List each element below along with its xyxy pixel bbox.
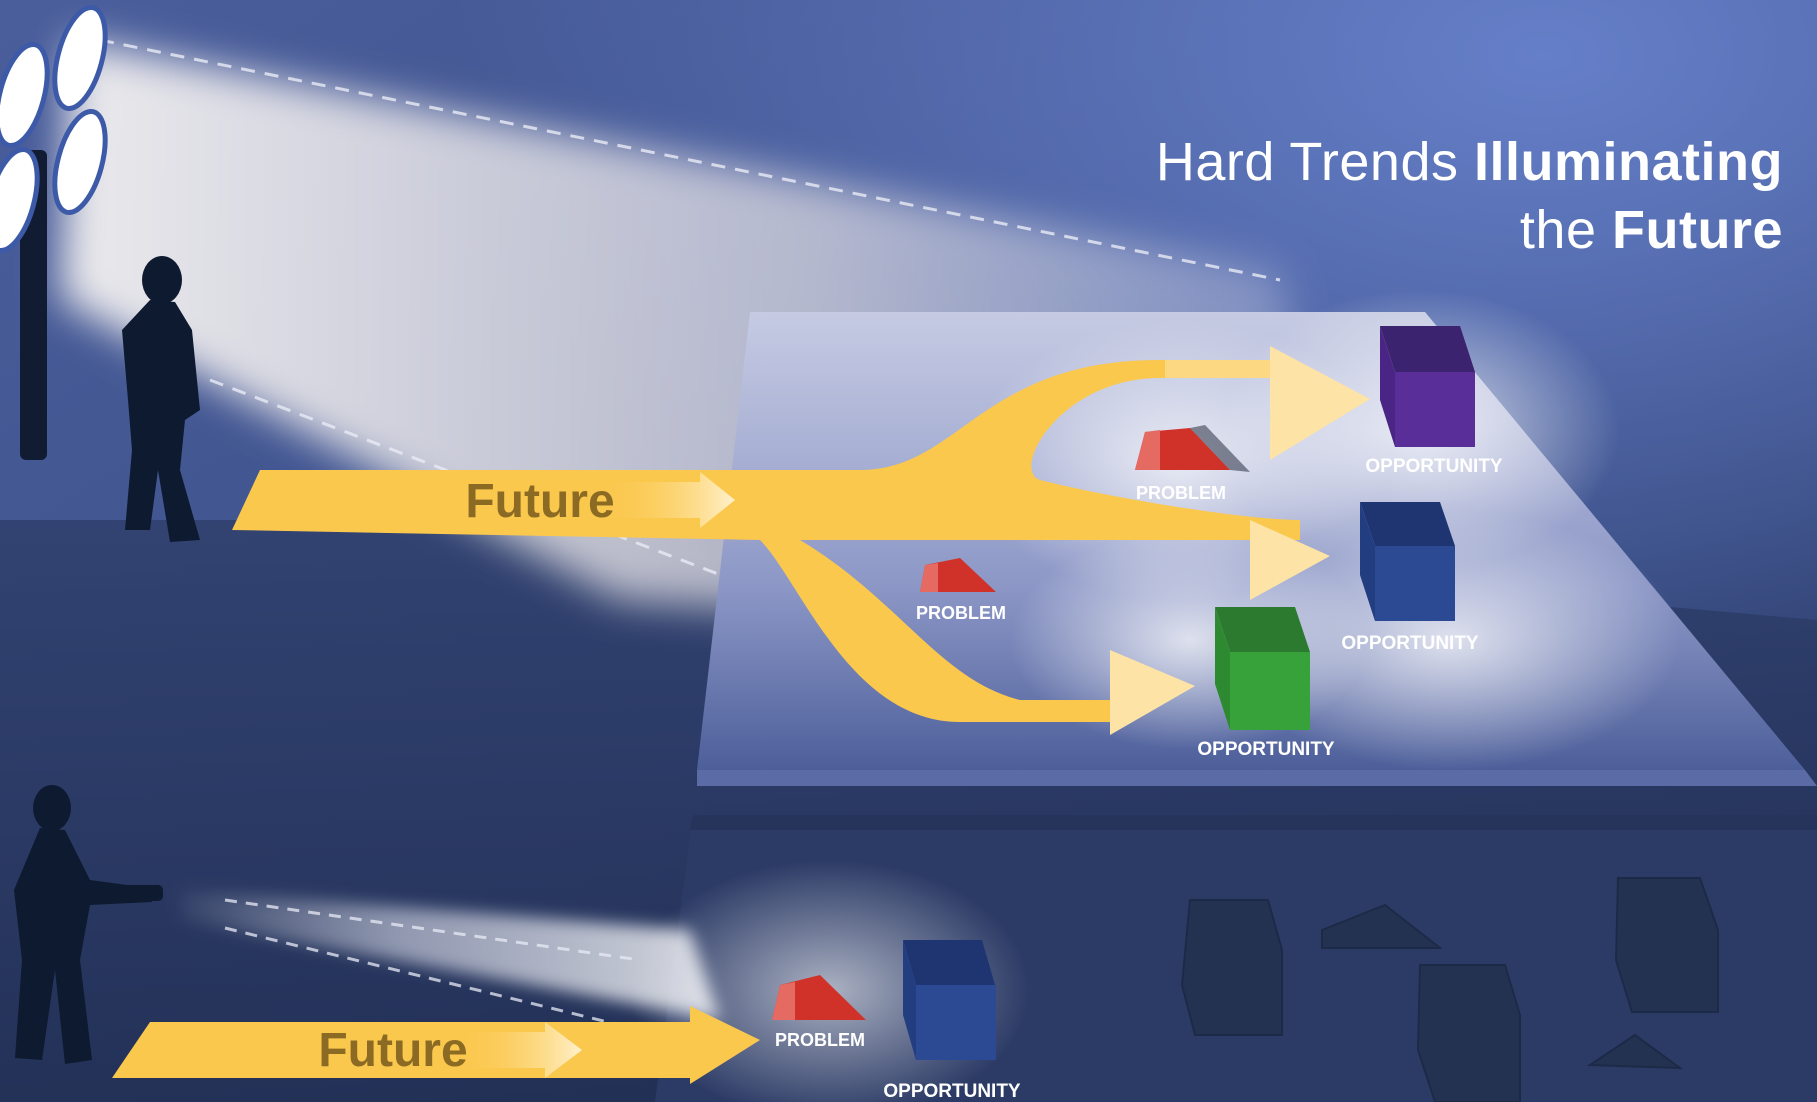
title-bold-text: Future [1612, 200, 1783, 260]
beam-edge-top [99, 38, 1281, 282]
lamp-4 [0, 146, 40, 254]
title-line-1: Hard Trends Illuminating [1156, 128, 1783, 196]
future-paths-top [232, 346, 1370, 735]
branch-arrowhead-upper [1270, 346, 1370, 460]
title-light-text: the [1519, 200, 1612, 260]
hidden-roof-2 [1586, 1033, 1684, 1070]
branch-arrowhead-middle [1250, 520, 1330, 600]
branch-arrowhead-lower [1110, 650, 1195, 735]
problem-marker [920, 558, 996, 592]
opportunity-label: OPPORTUNITY [883, 1081, 1021, 1102]
opportunity-box [1360, 502, 1455, 621]
hidden-box-1 [1180, 899, 1283, 1036]
problem-label: PROBLEM [916, 603, 1006, 623]
hidden-box-2 [1614, 877, 1719, 1013]
title-line-2: the Future [1156, 196, 1783, 264]
lower-platform-edge [690, 815, 1817, 830]
flashlight-beam [180, 890, 720, 1020]
title-bold-text: Illuminating [1474, 132, 1783, 192]
opportunity-label: OPPORTUNITY [1197, 739, 1335, 760]
opportunity-box [903, 940, 996, 1060]
opportunity-box [1380, 326, 1475, 447]
future-label-top: Future [465, 475, 614, 528]
title-light-text: Hard Trends [1155, 132, 1474, 192]
problem-marker [1135, 425, 1250, 472]
future-label-arrow-bottom [455, 1022, 582, 1078]
problem-marker [772, 975, 866, 1020]
flashlight-edge-bottom [224, 926, 641, 1032]
opportunity-box [1215, 607, 1310, 730]
upper-platform-edge [697, 770, 1817, 786]
opportunity-label: OPPORTUNITY [1341, 633, 1479, 654]
floodlight-tower [0, 4, 108, 460]
person-silhouette-floodlight [122, 256, 200, 542]
lamp-2 [0, 41, 50, 149]
problem-label: PROBLEM [775, 1030, 865, 1050]
hidden-roof-1 [1321, 903, 1443, 949]
hidden-box-3 [1416, 964, 1521, 1102]
person-silhouette-flashlight [14, 785, 163, 1064]
future-label-arrow-top [600, 472, 735, 528]
opportunity-label: OPPORTUNITY [1365, 456, 1503, 477]
lamp-1 [52, 4, 108, 112]
flashlight-edge-top [224, 898, 641, 962]
problem-label: PROBLEM [1136, 483, 1226, 503]
hidden-items [1180, 877, 1719, 1102]
page-title: Hard Trends Illuminating the Future [1156, 128, 1783, 264]
future-path-bottom [112, 1006, 760, 1084]
branch-main [232, 360, 1300, 722]
flashlight-icon [118, 885, 163, 901]
lamp-3 [52, 108, 108, 216]
future-label-bottom: Future [318, 1024, 467, 1077]
